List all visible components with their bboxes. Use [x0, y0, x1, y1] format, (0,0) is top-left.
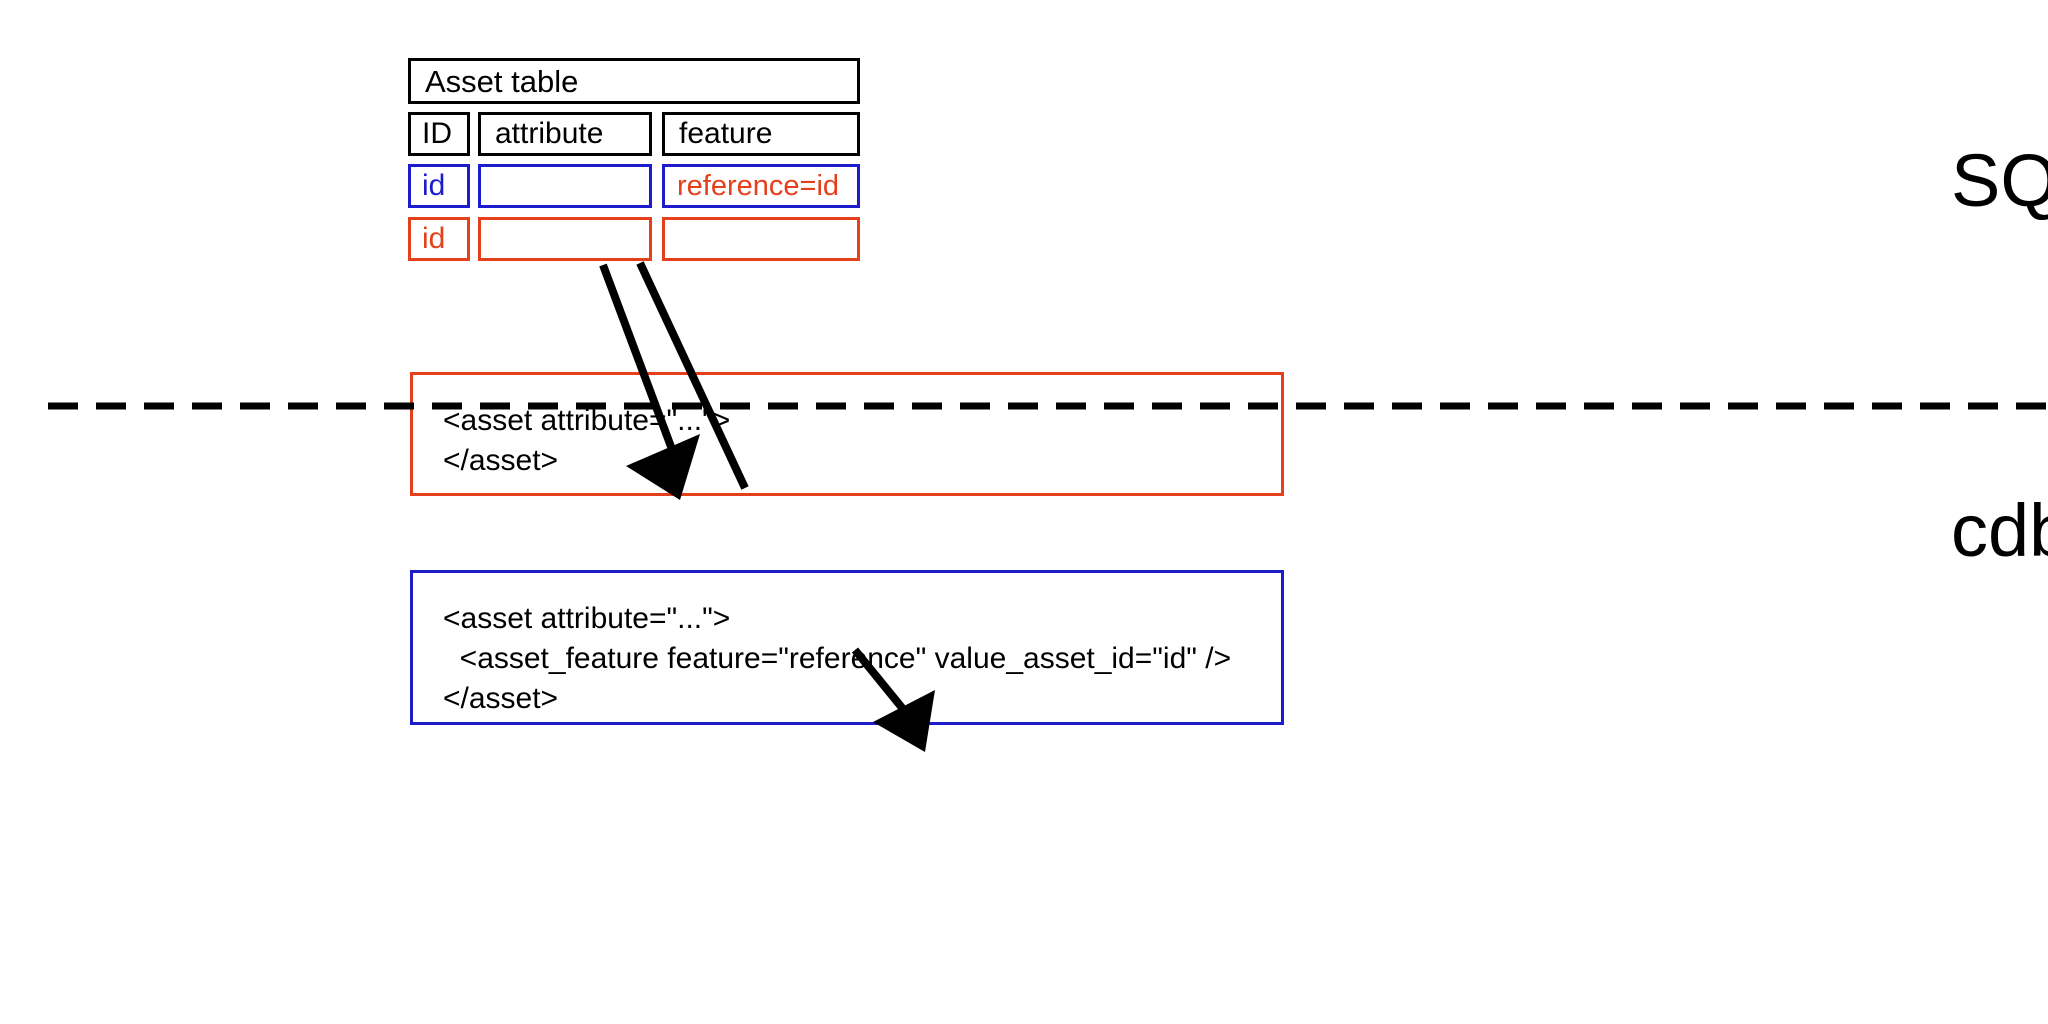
row-red-value-id: id — [422, 222, 446, 255]
asset-table-row-blue-cell-attribute — [478, 164, 652, 208]
layer-label-cdb: cdb — [1951, 489, 2048, 572]
xml-block-red: <asset attribute="..."> </asset> — [410, 372, 1284, 496]
asset-table-header-id: ID — [408, 112, 470, 156]
header-label-feature: feature — [679, 117, 773, 150]
layer-label-sql: SQL — [1951, 139, 2048, 222]
asset-table-title: Asset table — [425, 63, 579, 99]
header-label-attribute: attribute — [495, 117, 604, 150]
row-blue-value-feature: reference=id — [677, 169, 840, 202]
asset-table-header-attribute: attribute — [478, 112, 652, 156]
asset-table-row-blue-cell-id: id — [408, 164, 470, 208]
asset-table-header-feature: feature — [662, 112, 860, 156]
asset-table-row-red-cell-id: id — [408, 217, 470, 261]
asset-table-row-red-cell-feature — [662, 217, 860, 261]
row-blue-value-id: id — [422, 169, 446, 202]
xml-block-blue: <asset attribute="..."> <asset_feature f… — [410, 570, 1284, 725]
asset-table-row-red-cell-attribute — [478, 217, 652, 261]
asset-table-title-cell: Asset table — [408, 58, 860, 104]
asset-table-row-blue-cell-feature: reference=id — [662, 164, 860, 208]
header-label-id: ID — [422, 117, 452, 150]
